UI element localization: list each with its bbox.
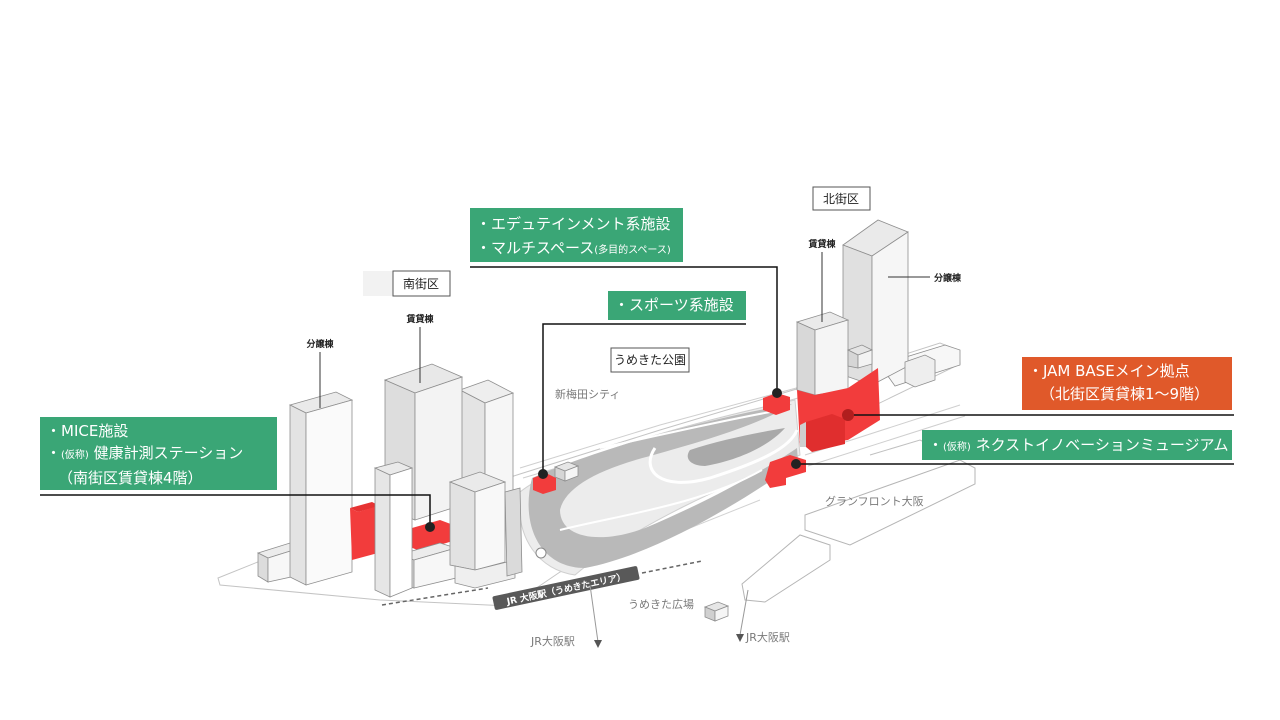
- park-label-box: [610, 347, 690, 373]
- mice-line2-note: (仮称): [61, 450, 89, 461]
- south-rental-4f-highlight: [405, 520, 456, 551]
- park-path: [559, 469, 763, 531]
- north-condo-tower-front: [871, 231, 909, 386]
- jr-right-route-line: [739, 589, 749, 636]
- down-arrow-icon: [594, 640, 602, 648]
- station-marker: [535, 547, 547, 559]
- north-rental-highlight-front: [806, 414, 845, 452]
- callout-edutainment: ・エデュテインメント系施設 ・マルチスペース(多目的スペース): [470, 208, 683, 262]
- jam-base-line2: （北街区賃貸棟1～9階）: [1040, 385, 1210, 403]
- north-rental-label: 賃貸棟: [807, 238, 836, 250]
- umekita-park-area: [518, 399, 801, 576]
- grand-front-block: [804, 459, 976, 546]
- north-district-box: [812, 186, 871, 211]
- jam-base-line1: ・JAM BASEメイン拠点: [1028, 362, 1190, 380]
- mice-leader: [40, 494, 431, 527]
- jr-band-bar: [492, 566, 640, 610]
- place-label-jr-osaka-right: JR大阪駅: [745, 630, 790, 644]
- edutainment-line2: ・マルチスペース(多目的スペース): [476, 236, 683, 262]
- mice-line2: ・(仮称) 健康計測ステーション: [46, 442, 277, 467]
- north-rental-tower-side: [796, 321, 816, 396]
- sports-dot: [538, 469, 548, 479]
- side-annex: [504, 487, 523, 577]
- jr-left-route-line: [589, 584, 599, 643]
- mice-line1: ・MICE施設: [46, 422, 129, 440]
- callout-jam-base: ・JAM BASEメイン拠点 （北街区賃貸棟1～9階）: [1022, 357, 1232, 410]
- front-block-front: [474, 481, 506, 571]
- north-district-buildings: [795, 219, 961, 452]
- south-district-buildings: [256, 363, 523, 598]
- next-innovation-line1: ・(仮称) ネクストイノベーションミュージアム: [928, 430, 1232, 460]
- south-highlight-face: [350, 506, 378, 560]
- south-rental-label: 賃貸棟: [405, 313, 434, 325]
- small-structure: [703, 601, 730, 622]
- park-label: うめきた公園: [614, 353, 686, 367]
- sports-leader: [542, 323, 746, 474]
- sports-line1: ・スポーツ系施設: [614, 296, 734, 314]
- next-innovation-label: ネクストイノベーションミュージアム: [970, 436, 1229, 454]
- south-district-box: [392, 270, 451, 297]
- health-station-label: 健康計測ステーション: [88, 444, 244, 462]
- north-condo-label: 分譲棟: [934, 272, 962, 284]
- south-highlight-top: [350, 502, 380, 512]
- multispace-label: ・マルチスペース: [476, 239, 595, 257]
- south-district-label: 南街区: [403, 276, 439, 291]
- south-label-bg: [363, 271, 393, 296]
- sports-facility: [533, 473, 556, 494]
- front-block-front: [389, 467, 413, 598]
- front-block-side: [449, 481, 476, 571]
- place-label-umekita-plaza: うめきた広場: [628, 598, 694, 611]
- next-innovation-bullet: ・: [928, 436, 944, 454]
- mice-line2-bullet: ・: [46, 444, 62, 462]
- park-swirl: [528, 404, 798, 568]
- station-dashed-line: [641, 560, 703, 574]
- north-small-box: [904, 354, 936, 388]
- callout-next-innovation: ・(仮称) ネクストイノベーションミュージアム: [922, 430, 1232, 460]
- next-innovation-note: (仮称): [943, 442, 971, 453]
- cube-side: [714, 605, 729, 622]
- north-rental-tower-front: [814, 319, 849, 396]
- place-label-grand-front: グランフロント大阪: [825, 494, 924, 508]
- south-condo-label: 分譲棟: [306, 338, 334, 350]
- multispace-note: (多目的スペース): [594, 245, 671, 256]
- next-innovation-dot: [791, 459, 801, 469]
- front-block-base: [454, 559, 516, 589]
- cube-side: [564, 465, 579, 482]
- callout-sports: ・スポーツ系施設: [608, 291, 746, 320]
- north-cube-face: [857, 349, 873, 369]
- edutainment-leader: [470, 266, 778, 393]
- north-district-label: 北街区: [823, 192, 859, 206]
- rail-line: [519, 386, 801, 469]
- grand-front-buildings: [741, 439, 976, 603]
- grand-front-block: [741, 534, 831, 603]
- down-arrow-icon: [736, 634, 744, 642]
- edutainment-dot: [772, 388, 782, 398]
- park-mound: [687, 428, 785, 466]
- park-path: [599, 411, 771, 449]
- north-rental-grey-inset: [800, 422, 806, 447]
- callout-mice: ・MICE施設 ・(仮称) 健康計測ステーション （南街区賃貸棟4階）: [40, 417, 277, 490]
- small-structure: [553, 461, 580, 482]
- south-condo-tower-front: [305, 399, 353, 586]
- station-dashed-line: [381, 587, 489, 606]
- park-path: [648, 429, 799, 484]
- front-block-side: [374, 467, 391, 598]
- place-label-shin-umeda-city: 新梅田シティ: [555, 387, 620, 401]
- callout-leaders: [40, 266, 1234, 527]
- edutainment-line1: ・エデュテインメント系施設: [476, 215, 671, 233]
- road-line: [807, 415, 966, 467]
- jam-base-dot: [842, 409, 854, 421]
- mice-dot: [425, 522, 435, 532]
- place-label-jr-osaka-left: JR大阪駅: [530, 634, 575, 648]
- edutainment-facility: [763, 393, 790, 415]
- mice-line3: （南街区賃貸棟4階）: [58, 469, 203, 487]
